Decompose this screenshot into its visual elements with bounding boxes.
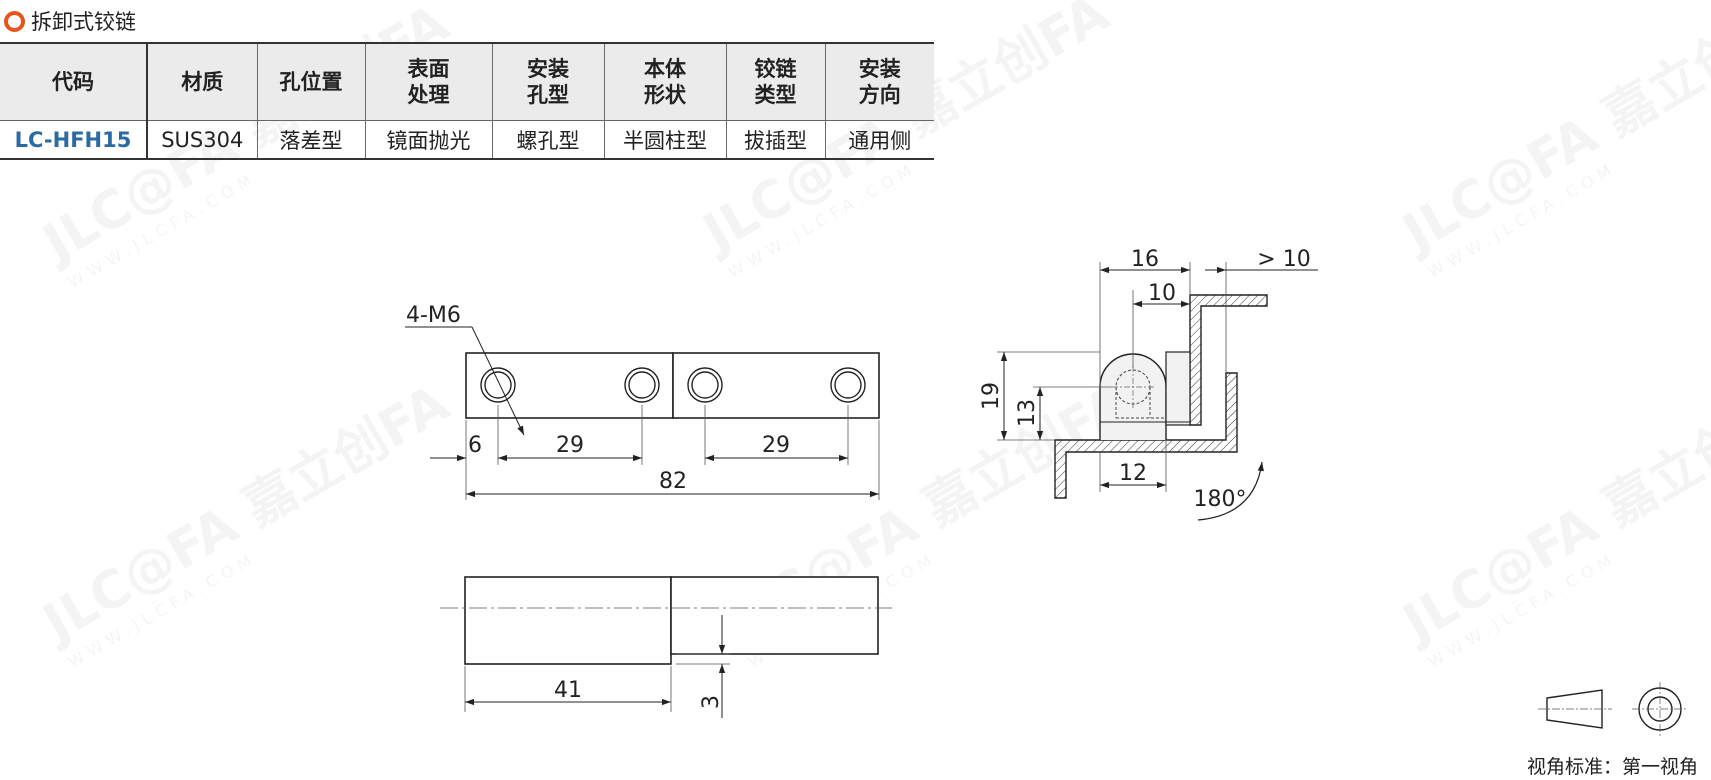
- table-header-row: 代码 材质 孔位置 表面处理 安装孔型 本体形状 铰链类型 安装方向: [0, 42, 934, 121]
- dim-pitch-right: 29: [762, 433, 790, 458]
- header-mount-direction: 安装方向: [824, 42, 934, 121]
- header-body-shape: 本体形状: [603, 42, 726, 121]
- cell-surface: 镜面抛光: [364, 120, 492, 160]
- dim-offset: 3: [699, 695, 724, 709]
- header-mount-hole: 安装孔型: [491, 42, 604, 121]
- front-leaf-right: [672, 352, 880, 419]
- section-title: 拆卸式铰链: [4, 8, 136, 34]
- bottom-view: 41 3: [440, 576, 892, 718]
- bottom-leaf-right: [670, 576, 879, 655]
- dim-edge: 6: [468, 433, 482, 458]
- header-hole-position: 孔位置: [256, 42, 365, 121]
- dim-width: 16: [1131, 247, 1159, 272]
- hole-label: 4-M6: [406, 303, 461, 328]
- dim-height: 19: [979, 382, 1004, 410]
- dim-overall: 82: [659, 469, 687, 494]
- projection-label: 视角标准：第一视角: [1527, 756, 1699, 778]
- cell-mount-hole: 螺孔型: [491, 120, 604, 160]
- mounting-holes: [480, 367, 866, 403]
- dim-base: 12: [1119, 461, 1147, 486]
- circle-bullet-icon: [4, 10, 25, 32]
- dim-center-height: 13: [1015, 399, 1040, 427]
- section-title-text: 拆卸式铰链: [31, 10, 136, 34]
- header-hinge-type: 铰链类型: [725, 42, 825, 121]
- spec-table: 代码 材质 孔位置 表面处理 安装孔型 本体形状 铰链类型 安装方向 LC-HF…: [0, 42, 934, 160]
- header-code: 代码: [0, 42, 148, 121]
- cell-material: SUS304: [146, 120, 257, 160]
- cell-mount-direction: 通用侧: [824, 120, 934, 160]
- dim-angle: 180°: [1194, 487, 1247, 512]
- cell-code[interactable]: LC-HFH15: [0, 120, 148, 160]
- dim-center: 10: [1148, 281, 1176, 306]
- cell-hinge-type: 拔插型: [725, 120, 825, 160]
- header-surface: 表面处理: [364, 42, 492, 121]
- side-view: 16 > 10 10 19 13 12 180°: [979, 247, 1318, 521]
- front-view: 4-M6 6 29 29 82: [405, 303, 880, 500]
- dim-pitch-left: 29: [556, 433, 584, 458]
- dim-gap: > 10: [1257, 247, 1310, 272]
- cell-body-shape: 半圆柱型: [603, 120, 726, 160]
- table-row: LC-HFH15 SUS304 落差型 镜面抛光 螺孔型 半圆柱型 拔插型 通用…: [0, 120, 934, 160]
- projection-symbol-icon: [1538, 682, 1688, 736]
- lower-leaf-section: [1054, 372, 1238, 499]
- cell-hole-position: 落差型: [256, 120, 365, 160]
- header-material: 材质: [146, 42, 257, 121]
- dim-length: 41: [554, 678, 582, 703]
- rotation-arc: [1197, 461, 1264, 521]
- bottom-leaf-left: [464, 576, 672, 665]
